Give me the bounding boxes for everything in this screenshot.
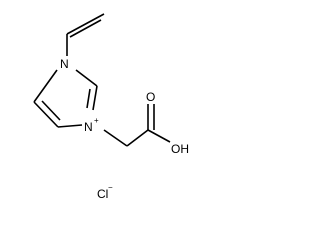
atom-n3-charge: +: [94, 116, 99, 125]
vinyl-terminal-double-bond-outer: [66, 13, 105, 35]
ch2-carboxyl-bond: [126, 129, 149, 147]
chloride-counterion-label: Cl: [97, 187, 108, 201]
ring-bond-c4-c5-inner: [41, 100, 61, 121]
atom-n3-label: N: [84, 120, 93, 134]
n3-ch2-bond: [103, 129, 128, 147]
ring-bond-c5-n1: [33, 69, 58, 103]
atom-n1-label: N: [60, 57, 69, 71]
ring-bond-n3-c4: [57, 124, 83, 128]
ring-bond-c2-n3-outer: [92, 85, 98, 111]
chloride-charge: −: [108, 183, 113, 192]
ring-bond-n1-c2: [75, 69, 98, 87]
ring-bond-c4-c5-outer: [33, 101, 59, 128]
hydroxyl-label: OH: [171, 142, 189, 156]
carbonyl-oxygen-label: O: [146, 90, 155, 104]
chemical-structure: N N + O OH Cl −: [33, 13, 189, 201]
carboxyl-c-oh-bond: [147, 129, 171, 143]
ring-bond-c2-n3-inner: [86, 88, 91, 109]
vinyl-terminal-double-bond-inner: [69, 19, 102, 38]
